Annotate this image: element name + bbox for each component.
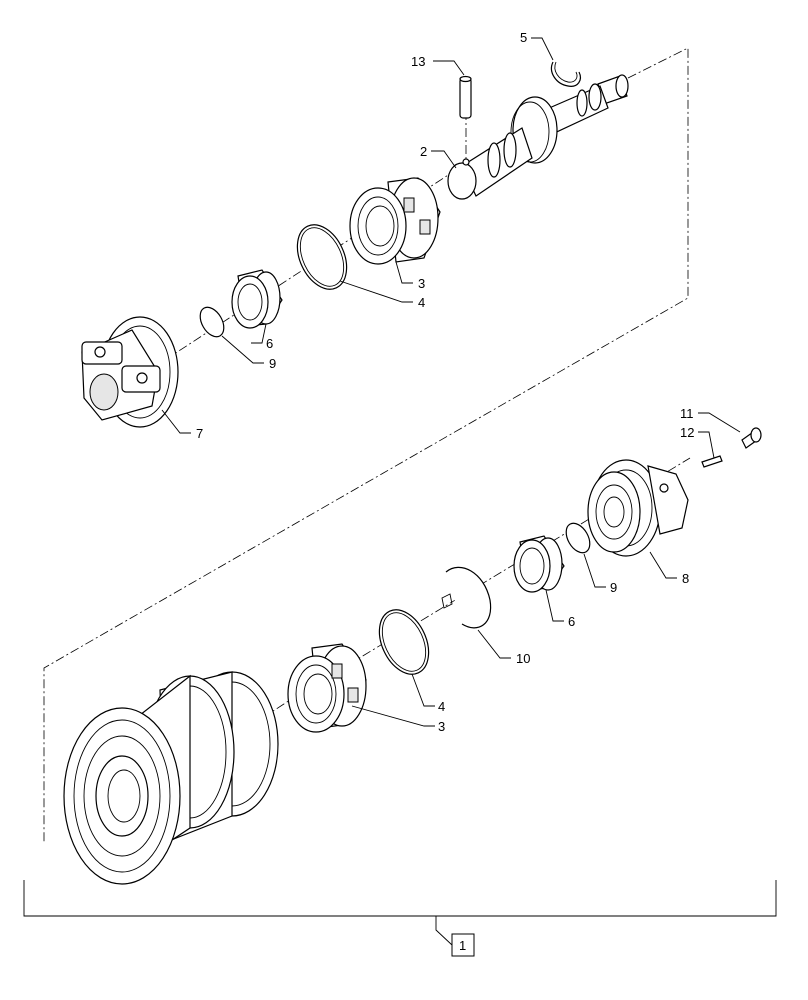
part-9-snap-ring-upper[interactable]	[195, 303, 228, 341]
part-2-shaft[interactable]	[447, 74, 629, 200]
callout-9-lower: 9	[610, 580, 617, 595]
part-13-pin[interactable]	[459, 75, 472, 119]
callout-2: 2	[420, 144, 427, 159]
part-11-bolt[interactable]	[741, 427, 762, 449]
part-5-clip[interactable]	[550, 61, 581, 87]
part-9-snap-ring-lower[interactable]	[561, 519, 594, 557]
part-4-o-ring-upper[interactable]	[288, 217, 357, 297]
callout-3-upper: 3	[418, 276, 425, 291]
callout-4-lower: 4	[438, 699, 445, 714]
callout-11: 11	[680, 406, 694, 421]
track-roller-body[interactable]	[63, 671, 279, 885]
callout-4-upper: 4	[418, 295, 425, 310]
part-6-bushing-upper[interactable]	[231, 269, 283, 329]
callout-3-lower: 3	[438, 719, 445, 734]
callout-6-lower: 6	[568, 614, 575, 629]
callout-labels: 13 5 2 3 4 6 9 7 11 12 8 9 6 10 4 3 1	[196, 30, 694, 957]
callout-1-box: 1	[451, 933, 475, 957]
part-10-retaining-ring[interactable]	[441, 566, 492, 629]
part-4-o-ring-lower[interactable]	[370, 602, 439, 682]
callout-6-upper: 6	[266, 336, 273, 351]
callout-5: 5	[520, 30, 527, 45]
part-12-pin[interactable]	[701, 455, 723, 468]
callout-9-upper: 9	[269, 356, 276, 371]
callout-7: 7	[196, 426, 203, 441]
callout-1: 1	[459, 938, 466, 953]
callout-13: 13	[411, 54, 425, 69]
part-3-seal-assembly-upper[interactable]	[349, 177, 441, 265]
part-8-end-collar[interactable]	[587, 459, 689, 557]
part-3-seal-assembly-lower[interactable]	[287, 643, 367, 733]
callout-8: 8	[682, 571, 689, 586]
callout-12: 12	[680, 425, 694, 440]
part-7-end-collar[interactable]	[81, 316, 179, 428]
callout-10: 10	[516, 651, 530, 666]
part-6-bushing-lower[interactable]	[513, 535, 565, 593]
leader-lines	[23, 37, 777, 946]
